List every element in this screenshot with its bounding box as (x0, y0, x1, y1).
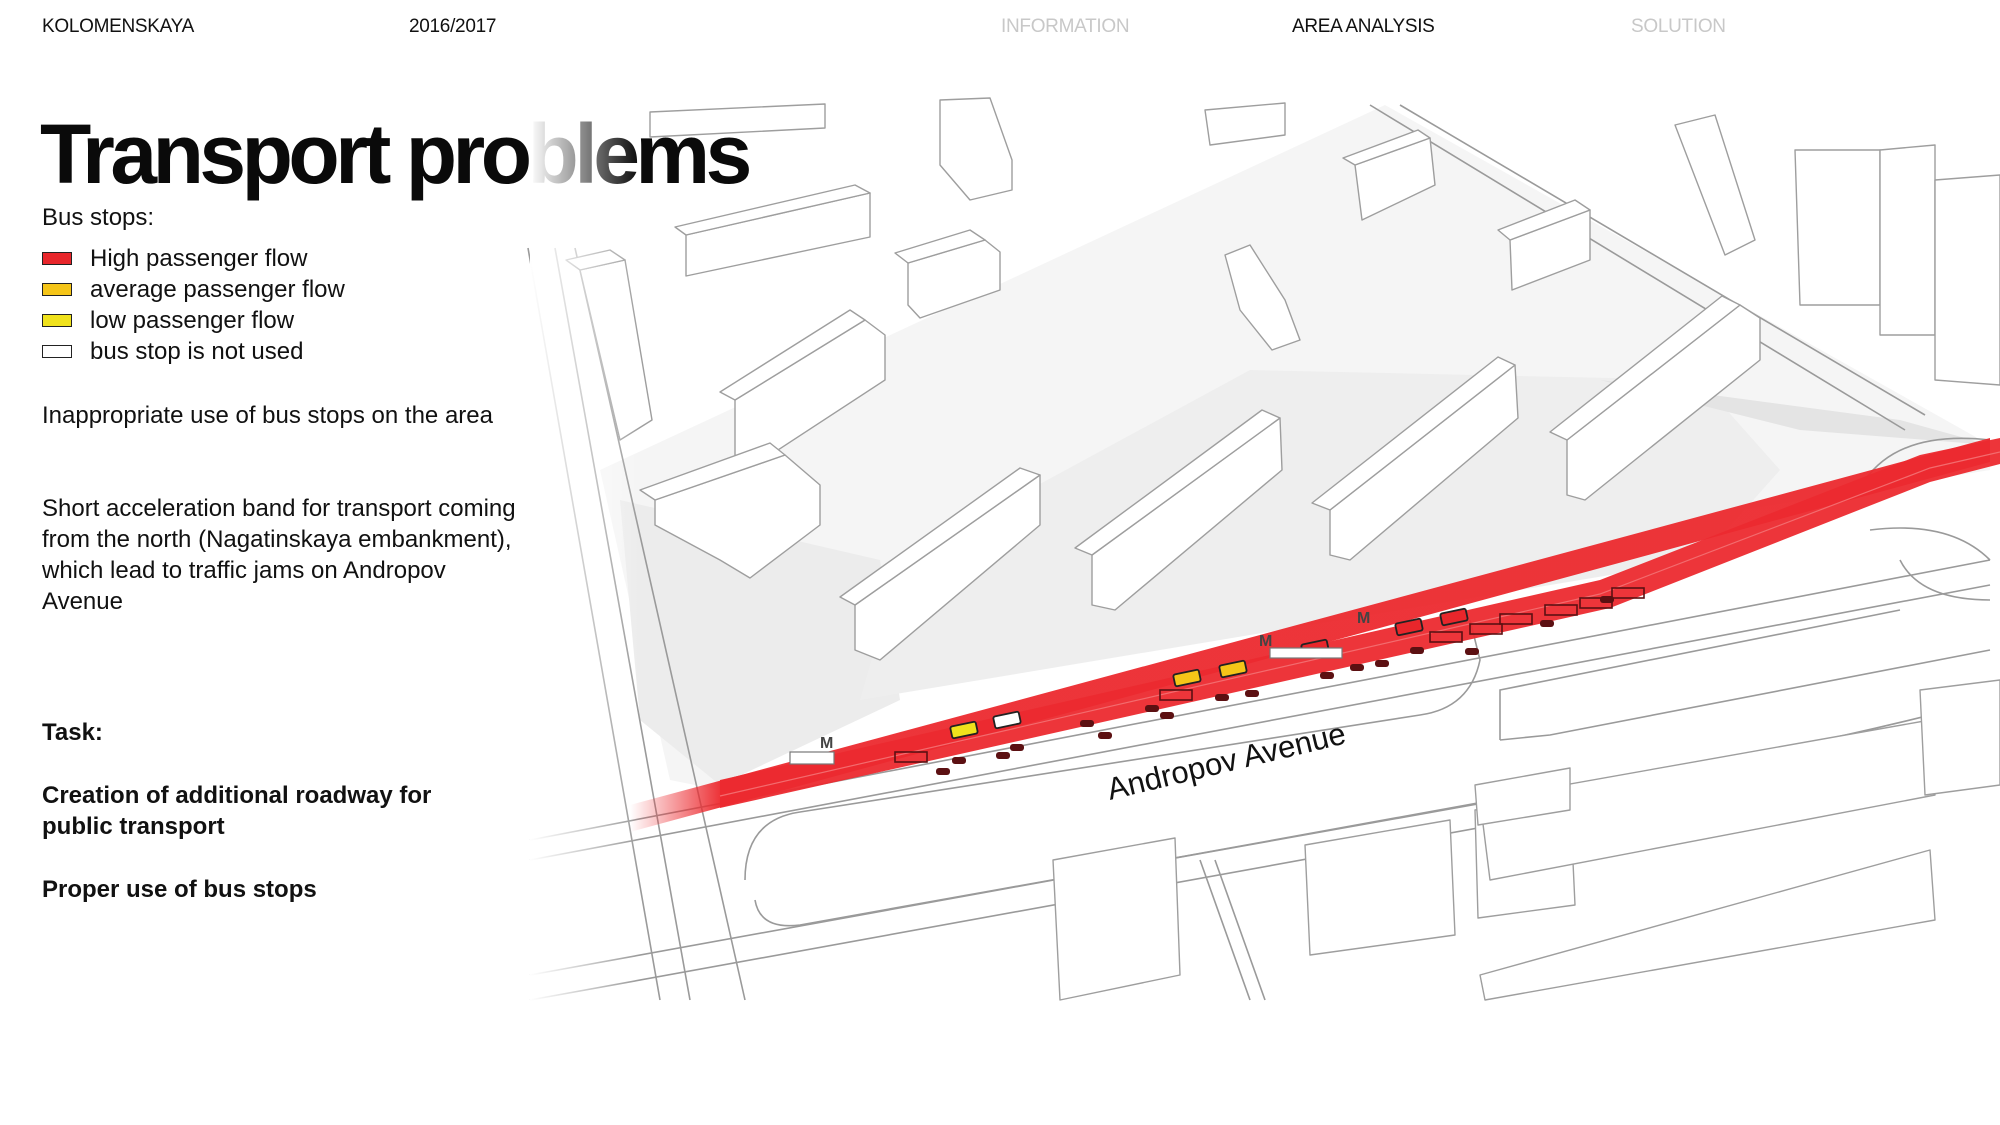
task-item-roadway: Creation of additional roadway for publi… (42, 782, 432, 840)
bus-stop-average-1 (1172, 668, 1202, 688)
legend-label-unused: bus stop is not used (90, 337, 304, 365)
bus-stop-high-3 (1439, 607, 1469, 627)
project-year: 2016/2017 (409, 16, 497, 37)
legend-swatch-unused (42, 345, 72, 358)
legend-label-low: low passenger flow (90, 306, 295, 334)
legend-swatch-high (42, 252, 72, 265)
metro-icon-2: M (1259, 633, 1272, 650)
bus-stops-heading: Bus stops: (42, 204, 155, 231)
legend-item-high: High passenger flow (42, 243, 345, 274)
bus-stop-high-2 (1394, 617, 1424, 637)
bus-stop-average-2 (1218, 659, 1248, 679)
ground-plane (600, 105, 1990, 790)
legend-label-average: average passenger flow (90, 275, 345, 303)
problem-bus-stops: Inappropriate use of bus stops on the ar… (42, 402, 493, 429)
legend-item-average: average passenger flow (42, 274, 345, 305)
legend-label-high: High passenger flow (90, 244, 308, 272)
task-heading: Task: (42, 719, 103, 746)
task-item-bus-stops: Proper use of bus stops (42, 876, 317, 903)
metro-icon-3: M (1357, 610, 1370, 627)
legend: High passenger flow average passenger fl… (42, 243, 345, 367)
traffic-cars (936, 596, 1614, 775)
problem-acceleration-band: Short acceleration band for transport co… (42, 495, 516, 615)
tab-solution[interactable]: SOLUTION (1631, 16, 1726, 37)
metro-icon-1: M (820, 735, 833, 752)
tab-information[interactable]: INFORMATION (1001, 16, 1130, 37)
legend-item-low: low passenger flow (42, 305, 345, 336)
bus-stop-unused (992, 710, 1022, 730)
buses (894, 587, 1645, 763)
legend-item-unused: bus stop is not used (42, 336, 345, 367)
project-name: KOLOMENSKAYA (42, 16, 194, 37)
bus-stop-low-1 (949, 720, 979, 740)
legend-swatch-average (42, 283, 72, 296)
tab-area-analysis[interactable]: AREA ANALYSIS (1292, 16, 1435, 37)
legend-swatch-low (42, 314, 72, 327)
metro-stations: M M M (789, 610, 1370, 765)
